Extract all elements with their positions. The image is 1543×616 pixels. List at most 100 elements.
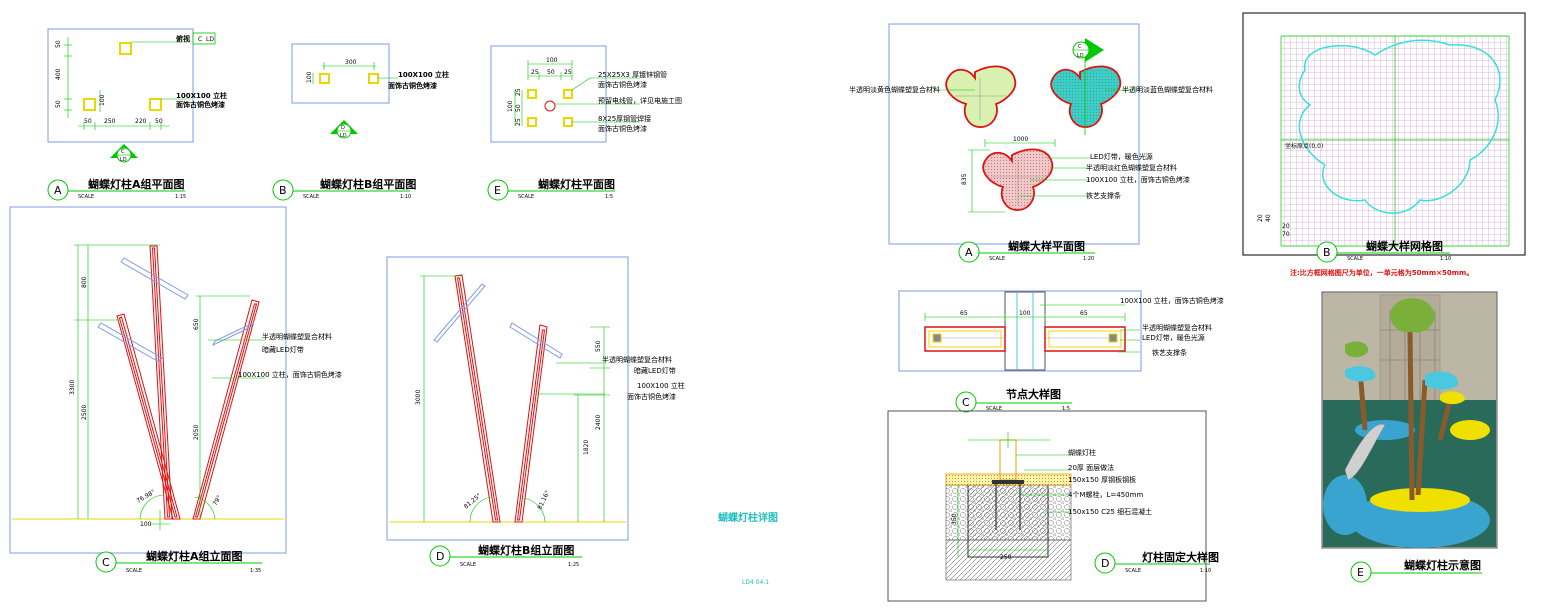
svg-text:1:35: 1:35: [250, 568, 261, 574]
svg-text:1:5: 1:5: [605, 194, 613, 200]
svg-text:蝴蝶大样平面图: 蝴蝶大样平面图: [1008, 239, 1085, 253]
svg-text:铁艺支撑条: 铁艺支撑条: [1086, 191, 1121, 200]
svg-text:79°: 79°: [212, 494, 223, 507]
svg-text:C: C: [102, 556, 110, 569]
svg-text:SCALE: SCALE: [78, 194, 94, 200]
dim-label: 50: [55, 40, 62, 48]
svg-text:C: C: [962, 396, 970, 409]
svg-text:B: B: [1323, 246, 1331, 259]
svg-text:E: E: [1357, 566, 1364, 579]
svg-text:D: D: [436, 550, 444, 563]
svg-text:150x150 C25 细石混凝土: 150x150 C25 细石混凝土: [1068, 507, 1152, 516]
svg-text:81.25°: 81.25°: [463, 492, 483, 510]
svg-text:70: 70: [1282, 231, 1290, 238]
svg-text:81.16°: 81.16°: [536, 490, 551, 511]
svg-text:面饰古铜色烤漆: 面饰古铜色烤漆: [598, 124, 647, 133]
svg-text:50: 50: [515, 104, 522, 112]
svg-text:3300: 3300: [69, 380, 76, 395]
svg-text:D: D: [1101, 557, 1109, 570]
svg-text:SCALE: SCALE: [518, 194, 534, 200]
fix-detail-view: 350 250 蝴蝶灯柱 20厚 面层做法 150x150 厚钢板钢板 4个M螺…: [887, 410, 1207, 602]
svg-text:25X25X3 厚镀锌钢管: 25X25X3 厚镀锌钢管: [598, 70, 667, 79]
svg-text:LD: LD: [1077, 53, 1084, 59]
dim-label: 400: [55, 68, 62, 80]
svg-text:76.98°: 76.98°: [136, 489, 157, 505]
svg-text:蝴蝶灯柱平面图: 蝴蝶灯柱平面图: [538, 177, 615, 191]
svg-text:25: 25: [515, 118, 522, 126]
svg-text:SCALE: SCALE: [1347, 256, 1363, 262]
svg-text:1:5: 1:5: [1062, 406, 1070, 412]
view-title: D 蝴蝶灯柱B组立面图 SCALE 1:25: [429, 543, 582, 568]
svg-text:半透明淡蓝色蝴蝶塑复合材料: 半透明淡蓝色蝴蝶塑复合材料: [1122, 85, 1213, 94]
svg-text:100: 100: [507, 100, 514, 112]
svg-text:100X100 立柱，面饰古铜色烤漆: 100X100 立柱，面饰古铜色烤漆: [1120, 296, 1224, 305]
svg-text:2050: 2050: [193, 425, 200, 440]
note-label: 100X100 立柱: [176, 91, 227, 100]
svg-text:A: A: [54, 184, 62, 197]
svg-text:暗藏LED灯带: 暗藏LED灯带: [634, 366, 676, 375]
plan-a-post: [149, 98, 162, 111]
svg-text:1:15: 1:15: [175, 194, 186, 200]
node-detail-view: 65 100 65 100X100 立柱，面饰古铜色烤漆 半透明蝴蝶塑复合材料 …: [898, 290, 1224, 372]
svg-text:835: 835: [961, 173, 968, 185]
svg-text:面饰古铜色烤漆: 面饰古铜色烤漆: [598, 80, 647, 89]
svg-text:100: 100: [140, 521, 152, 528]
plan-a-post: [83, 98, 96, 111]
svg-text:20: 20: [1282, 223, 1290, 230]
svg-text:SCALE: SCALE: [986, 406, 1002, 412]
view-title: E 蝴蝶灯柱示意图: [1350, 558, 1482, 583]
svg-text:25: 25: [531, 69, 539, 76]
view-title: B 蝴蝶大样网格图 SCALE 1:10: [1316, 239, 1451, 263]
svg-text:C: C: [1078, 44, 1082, 50]
svg-text:25: 25: [564, 69, 572, 76]
butterfly-plan-view: C LD 1000 835 半透明淡黄色蝴蝶塑复合材料 半透明淡蓝色蝴蝶塑复合材…: [849, 23, 1213, 245]
svg-text:半透明淡红色蝴蝶塑复合材料: 半透明淡红色蝴蝶塑复合材料: [1086, 163, 1177, 172]
svg-text:2500: 2500: [81, 405, 88, 420]
svg-text:40: 40: [1265, 214, 1272, 222]
svg-text:1:10: 1:10: [1200, 568, 1211, 574]
svg-text:预留电线管，详见电施工图: 预留电线管，详见电施工图: [598, 96, 682, 105]
svg-text:A: A: [965, 246, 973, 259]
svg-text:C: C: [121, 149, 125, 155]
svg-text:蝴蝶灯柱B组平面图: 蝴蝶灯柱B组平面图: [320, 177, 416, 191]
svg-text:300: 300: [345, 59, 357, 66]
dim-label: 50: [155, 118, 163, 125]
svg-text:SCALE: SCALE: [460, 562, 476, 568]
svg-text:E: E: [494, 184, 501, 197]
grid-note: 注:比方框网格图尺为单位，一单元格为50mm×50mm。: [1290, 268, 1473, 277]
svg-text:20: 20: [1257, 214, 1264, 222]
svg-text:100: 100: [546, 57, 558, 64]
svg-text:4个M螺栓，L=450mm: 4个M螺栓，L=450mm: [1068, 490, 1143, 499]
svg-text:250: 250: [1000, 554, 1012, 561]
svg-text:LD: LD: [206, 36, 214, 43]
svg-text:100X100 立柱，面饰古铜色烤漆: 100X100 立柱，面饰古铜色烤漆: [238, 370, 342, 379]
svg-text:2400: 2400: [595, 415, 602, 430]
svg-text:1:10: 1:10: [400, 194, 411, 200]
svg-text:LD: LD: [120, 157, 127, 163]
dim-label: 250: [104, 118, 116, 125]
svg-text:25: 25: [515, 88, 522, 96]
svg-text:蝴蝶灯柱B组立面图: 蝴蝶灯柱B组立面图: [478, 543, 574, 557]
svg-text:面饰古铜色烤漆: 面饰古铜色烤漆: [388, 81, 437, 90]
svg-text:蝴蝶灯柱: 蝴蝶灯柱: [1068, 448, 1096, 457]
note-label: 俯视: [176, 34, 190, 43]
svg-text:C: C: [198, 36, 202, 43]
view-title: B 蝴蝶灯柱B组平面图 SCALE 1:10: [272, 177, 416, 201]
svg-text:铁艺支撑条: 铁艺支撑条: [1152, 348, 1187, 357]
elevation-c-view: 800 3300 2500 650 2050 100 76.98° 79° 半透…: [9, 206, 342, 554]
svg-text:蝴蝶灯柱示意图: 蝴蝶灯柱示意图: [1404, 558, 1481, 572]
svg-text:1000: 1000: [1013, 136, 1028, 143]
svg-text:蝴蝶灯柱A组平面图: 蝴蝶灯柱A组平面图: [88, 177, 185, 191]
grid-view: 坐标原点(0,0) 20 40 20 70: [1242, 12, 1526, 256]
svg-text:SCALE: SCALE: [989, 256, 1005, 262]
svg-text:8X25厚钢管焊接: 8X25厚钢管焊接: [598, 114, 651, 123]
svg-text:SCALE: SCALE: [303, 194, 319, 200]
svg-text:50: 50: [547, 69, 555, 76]
elevation-d-view: 3000 550 2400 1820 81.25° 81.16° 半透明蝴蝶塑复…: [386, 256, 685, 541]
svg-text:LD: LD: [340, 133, 347, 139]
svg-text:节点大样图: 节点大样图: [1006, 387, 1061, 401]
plan-a-view: 50 400 50 50 250 220 50 100 俯视 100X100 立…: [47, 28, 227, 163]
view-title: C 节点大样图 SCALE 1:5: [955, 387, 1072, 413]
dim-label: 100: [99, 94, 106, 106]
